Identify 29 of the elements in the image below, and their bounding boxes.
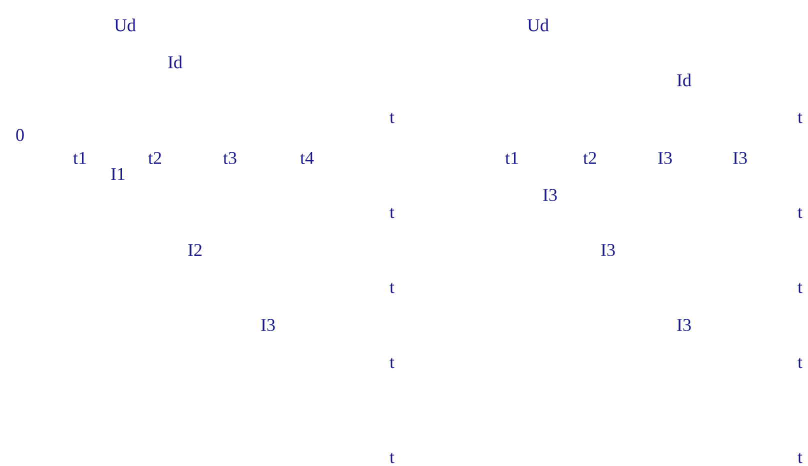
waveform-label: t [390,282,394,294]
waveform-label: t4 [300,152,314,164]
waveform-label: t [390,208,394,218]
waveform-label: I2 [188,244,202,256]
waveform-label: Id [168,56,182,68]
waveform-label: t3 [223,152,236,164]
waveform-label: I3 [658,152,672,164]
waveform-label: t [798,112,802,124]
waveform-label: Ud [114,18,136,32]
waveform-label: 0 [16,128,24,142]
waveform-label: t2 [148,152,162,164]
waveform-label: t [390,358,394,368]
waveform-label: t [390,452,394,464]
waveform-label: t [798,358,802,368]
waveform-label: t [798,452,802,464]
waveform-label: t1 [73,152,86,164]
waveform-label: t [390,112,394,124]
waveform-label: I3 [261,318,275,332]
waveform-label: Ud [527,18,549,32]
waveform-label: I3 [733,152,747,164]
waveform-label: t [798,282,802,294]
waveform-label: I3 [601,244,615,256]
waveform-label: t [798,208,802,218]
waveform-label: I3 [543,188,557,202]
waveform-label: I1 [111,168,124,180]
waveform-label: Id [677,74,692,86]
waveform-label: t2 [583,152,596,164]
waveform-label: I3 [677,318,691,332]
waveform-label: t1 [505,152,518,164]
